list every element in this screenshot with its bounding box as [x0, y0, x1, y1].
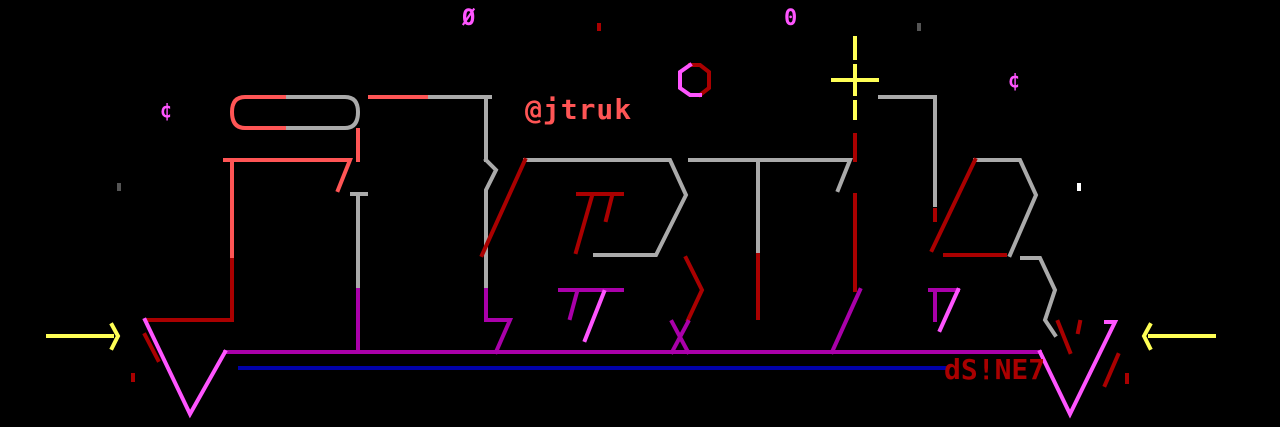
logo-stroke: [558, 287, 960, 355]
logo-stroke: [582, 287, 961, 343]
logo-letter-r: [523, 158, 689, 257]
logo-pill: [229, 95, 361, 130]
logo-letter-u: [756, 133, 857, 320]
logo-letter-k: [1020, 256, 1058, 338]
logo-letter-j: [223, 158, 353, 262]
left-arrow-icon: [1141, 322, 1216, 351]
circle-ornament: [678, 62, 711, 98]
logo-letter-j: [145, 258, 234, 322]
logo-stroke: [428, 95, 937, 322]
handle-text: @jtruk: [525, 93, 633, 126]
logo-letter-t: [484, 288, 514, 355]
logo-letter-k: [929, 157, 1007, 257]
star: [917, 23, 921, 31]
glyph-ornament: 0: [784, 6, 798, 31]
star: [597, 23, 601, 31]
star: [117, 183, 121, 191]
logo-letter-r: [479, 157, 705, 323]
right-arrow-icon: [46, 322, 121, 351]
signature-text: dS!NE7: [944, 353, 1046, 386]
logo-letter-k: [973, 158, 1039, 258]
right-v-stroke: [1037, 320, 1119, 419]
crosshair-icon: [831, 36, 879, 120]
glyph-ornament: ¢: [1008, 68, 1021, 92]
logo-letter-u: [688, 158, 853, 257]
glyph-ornament: ¢: [160, 98, 173, 122]
glyph-ornament: Ø: [462, 6, 476, 31]
left-v-stroke: [142, 317, 228, 419]
star: [1077, 183, 1081, 191]
logo-letter-j: [350, 192, 368, 292]
ornament: [131, 319, 1129, 388]
